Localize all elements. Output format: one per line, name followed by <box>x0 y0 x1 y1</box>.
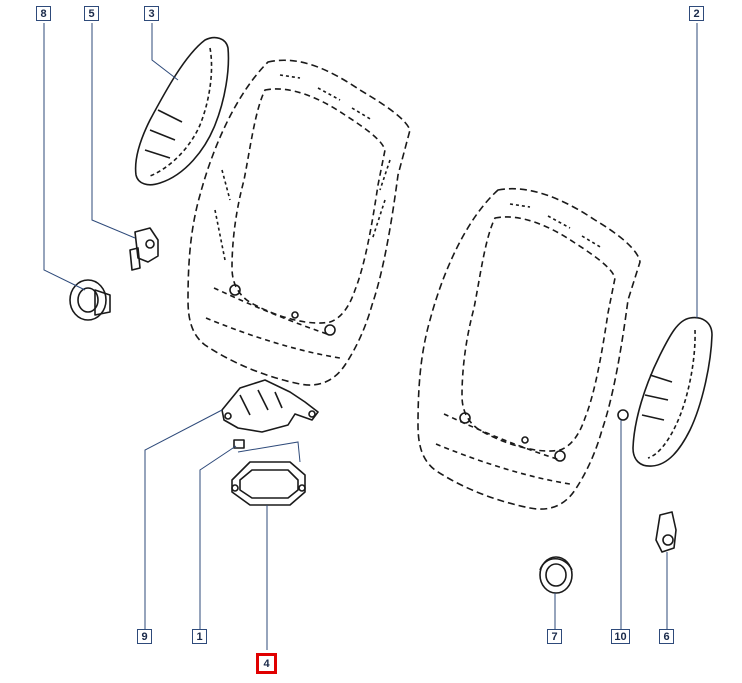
leader-lines <box>43 23 698 650</box>
crash-sensor-right[interactable] <box>655 511 677 553</box>
seat-frame-left[interactable] <box>187 59 411 386</box>
callout-6[interactable]: 6 <box>659 629 674 644</box>
callout-9[interactable]: 9 <box>137 629 152 644</box>
callout-3[interactable]: 3 <box>144 6 159 21</box>
nut-fastener-right[interactable] <box>617 409 629 421</box>
callout-4[interactable]: 4 <box>256 653 277 674</box>
callout-5[interactable]: 5 <box>84 6 99 21</box>
airbag-control-unit[interactable] <box>231 461 306 506</box>
side-airbag-right[interactable] <box>632 316 713 467</box>
side-airbag-left[interactable] <box>134 36 230 186</box>
callout-1[interactable]: 1 <box>192 629 207 644</box>
ecu-bracket[interactable] <box>221 379 319 433</box>
seat-frame-right[interactable] <box>417 188 641 510</box>
nut-fastener[interactable] <box>233 439 245 449</box>
callout-10[interactable]: 10 <box>611 629 630 644</box>
grommet[interactable] <box>539 556 573 594</box>
callout-8[interactable]: 8 <box>36 6 51 21</box>
callout-7[interactable]: 7 <box>547 629 562 644</box>
connector-plug[interactable] <box>69 279 111 321</box>
crash-sensor-left[interactable] <box>129 227 159 271</box>
callout-2[interactable]: 2 <box>689 6 704 21</box>
